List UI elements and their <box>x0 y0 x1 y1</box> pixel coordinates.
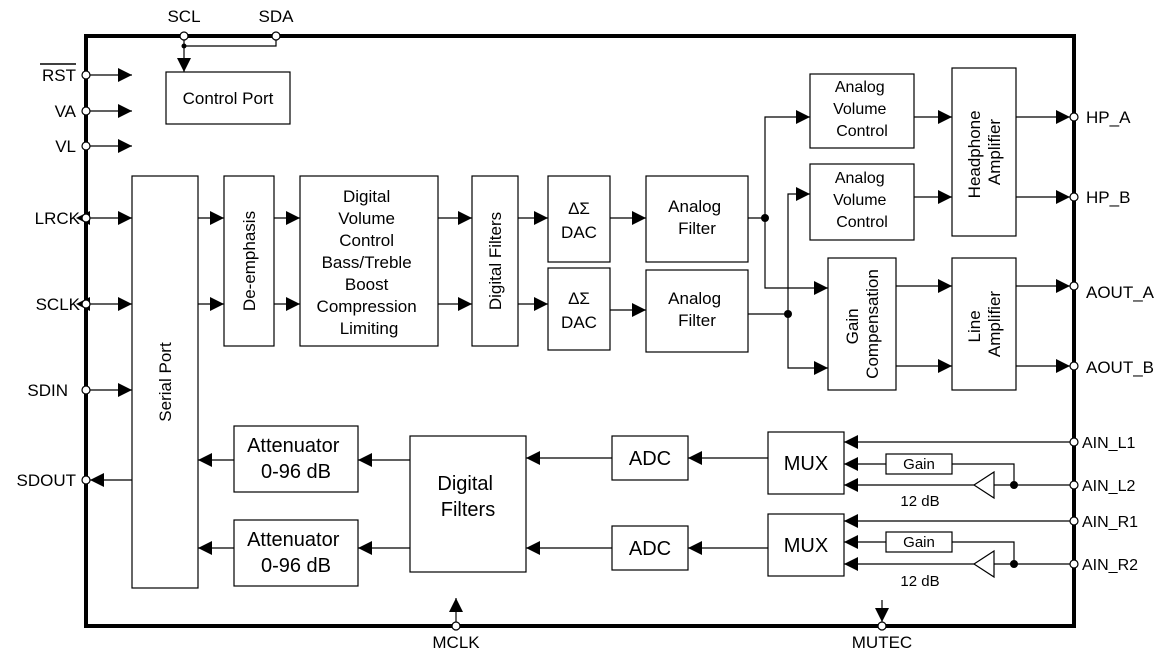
gain-db-bottom: 12 dB <box>900 573 939 590</box>
pin-scl <box>179 31 189 41</box>
serial-port-block <box>131 175 199 589</box>
analog-volume-top-block <box>809 73 915 149</box>
pin-aout-a <box>1069 281 1079 291</box>
pin-sclk <box>81 299 91 309</box>
pin-ain-l2 <box>1069 480 1079 490</box>
amp-triangle-bottom <box>972 549 995 579</box>
pin-label-mutec: MUTEC <box>852 633 912 652</box>
mux-bottom-label: MUX <box>784 535 828 557</box>
pin-hp-b <box>1069 192 1079 202</box>
attenuator-bottom-label: Attenuator 0-96 dB <box>247 529 345 577</box>
pin-ain-r1 <box>1069 516 1079 526</box>
pin-label-aout-a: AOUT_A <box>1086 283 1155 302</box>
pin-aout-b <box>1069 361 1079 371</box>
analog-volume-bottom-label: Analog Volume Control <box>833 170 891 231</box>
pin-label-sdout: SDOUT <box>17 471 77 490</box>
gain-top-label: Gain <box>903 456 935 473</box>
pin-label-mclk: MCLK <box>432 633 480 652</box>
pin-label-lrck: LRCK <box>35 209 81 228</box>
pin-hp-a <box>1069 112 1079 122</box>
pin-lrck <box>81 213 91 223</box>
mux-top-block <box>767 431 845 495</box>
dac-top-label: DAC <box>561 223 597 242</box>
analog-volume-top-label: Analog Volume Control <box>833 79 891 140</box>
pin-label-ain-r2: AIN_R2 <box>1082 557 1138 574</box>
headphone-amplifier-block <box>951 67 1017 237</box>
dac-top-block <box>547 175 611 263</box>
pin-label-vl: VL <box>55 137 76 156</box>
digital-filters-dac-block <box>471 175 519 347</box>
line-amplifier-label: Line Amplifier <box>965 291 1004 357</box>
pin-label-sclk: SCLK <box>36 295 81 314</box>
attenuator-bottom-block <box>233 519 359 587</box>
adc-top-block <box>611 435 689 481</box>
analog-filter-top-label: Analog Filter <box>668 197 726 238</box>
pin-sdin <box>81 385 91 395</box>
pin-label-sda: SDA <box>259 7 295 26</box>
pin-ain-r2 <box>1069 559 1079 569</box>
line-amplifier-block <box>951 257 1017 391</box>
pin-label-ain-l2: AIN_L2 <box>1082 478 1135 495</box>
control-port-block <box>165 71 291 125</box>
pin-label-aout-b: AOUT_B <box>1086 358 1154 377</box>
de-emphasis-label: De-emphasis <box>240 211 259 311</box>
pin-vl <box>81 141 91 151</box>
gain-bottom-label: Gain <box>903 534 935 551</box>
gain-db-top: 12 dB <box>900 493 939 510</box>
pin-label-hp-a: HP_A <box>1086 108 1131 127</box>
digital-filters-adc-label: Digital Filters <box>437 473 498 521</box>
dac-bottom-symbol: ΔΣ <box>568 289 590 308</box>
attenuator-top-label: Attenuator 0-96 dB <box>247 435 345 483</box>
pin-ain-l1 <box>1069 437 1079 447</box>
pin-label-ain-l1: AIN_L1 <box>1082 435 1135 452</box>
analog-filter-top-block <box>645 175 749 263</box>
headphone-amplifier-label: Headphone Amplifier <box>965 106 1004 199</box>
digital-volume-block <box>299 175 439 347</box>
pin-label-va: VA <box>55 102 77 121</box>
pin-rst <box>81 70 91 80</box>
pin-label-scl: SCL <box>167 7 200 26</box>
pin-sdout <box>81 475 91 485</box>
dac-bottom-block <box>547 267 611 351</box>
serial-port-label: Serial Port <box>156 342 175 422</box>
analog-filter-bottom-label: Analog Filter <box>668 289 726 330</box>
dac-top-symbol: ΔΣ <box>568 199 590 218</box>
de-emphasis-block <box>223 175 275 347</box>
digital-volume-label: Digital Volume Control Bass/Treble Boost… <box>317 187 422 338</box>
analog-volume-bottom-block <box>809 163 915 241</box>
adc-bottom-label: ADC <box>629 538 671 560</box>
pin-mclk <box>451 621 461 631</box>
pin-label-ain-r1: AIN_R1 <box>1082 514 1138 531</box>
gain-compensation-label: Gain Compensation <box>843 269 882 379</box>
mux-top-label: MUX <box>784 453 828 475</box>
pin-label-rst: RST <box>42 66 76 85</box>
digital-filters-adc-block <box>409 435 527 573</box>
analog-filter-bottom-block <box>645 269 749 353</box>
attenuator-top-block <box>233 425 359 493</box>
pin-sda <box>271 31 281 41</box>
digital-filters-dac-label: Digital Filters <box>486 212 505 310</box>
pin-label-hp-b: HP_B <box>1086 188 1130 207</box>
gain-compensation-block <box>827 257 897 391</box>
chip-outline <box>84 34 1076 628</box>
dac-bottom-label: DAC <box>561 313 597 332</box>
pin-va <box>81 106 91 116</box>
amp-triangle-top <box>972 470 995 500</box>
pin-mutec <box>877 621 887 631</box>
mux-bottom-block <box>767 513 845 577</box>
pin-label-sdin: SDIN <box>27 381 68 400</box>
adc-top-label: ADC <box>629 448 671 470</box>
control-port-label: Control Port <box>183 89 274 108</box>
